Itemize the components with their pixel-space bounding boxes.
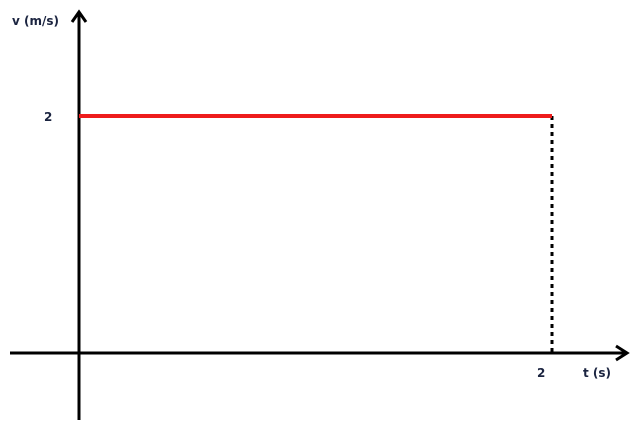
y-tick-label: 2 [44,110,52,124]
y-axis-label: v (m/s) [12,14,59,28]
x-axis-arrow-icon [615,344,630,362]
x-tick-label: 2 [537,366,545,380]
y-axis-arrow-icon [70,9,88,23]
x-axis-label: t (s) [583,366,611,380]
